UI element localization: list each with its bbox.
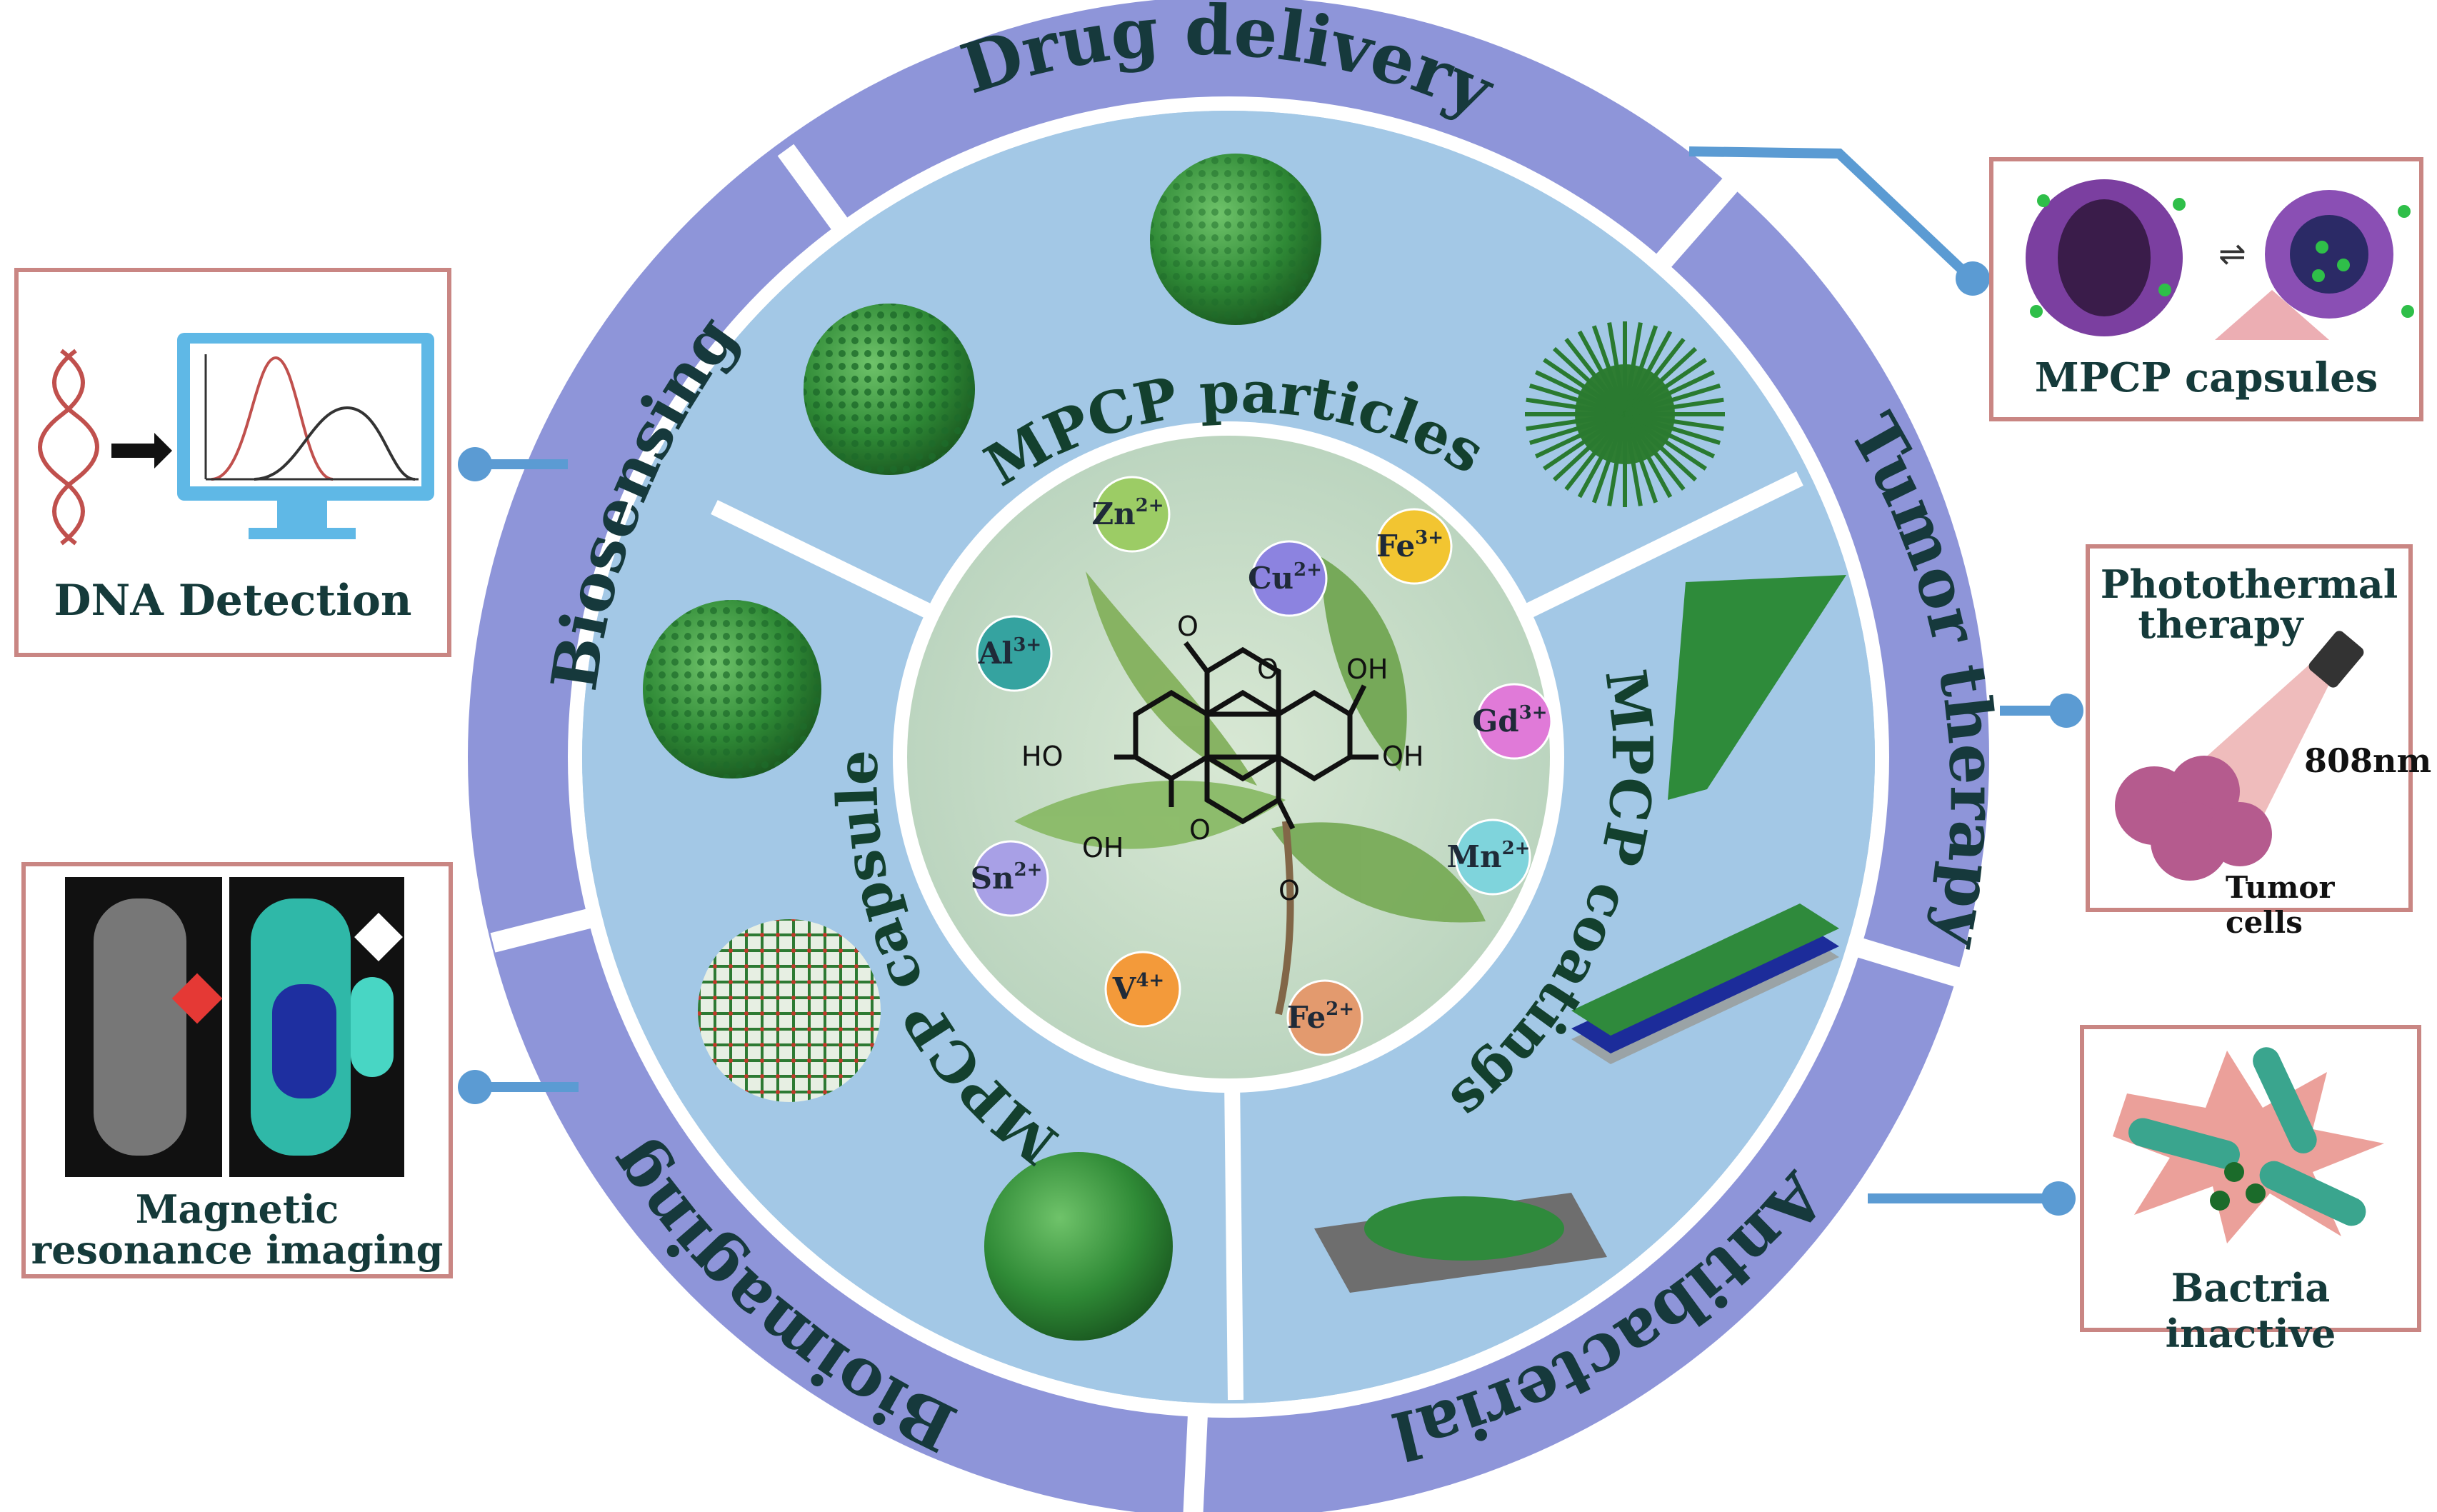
ion-fe-2plus: Fe2+ [1286,979,1363,1056]
ho-left: HO [1021,741,1063,772]
oh-bottom-left: OH [1082,832,1124,863]
connector-drug-delivery [1688,146,1975,283]
ring-o-top: O [1257,654,1278,685]
ring-o-bottom: O [1189,814,1211,846]
ion-cu-2plus: Cu2+ [1248,540,1328,617]
molecule-labels: O O OH OH HO OH O O [1021,611,1423,906]
svg-text:Cu2+: Cu2+ [1248,559,1322,596]
urchin-particle [1525,321,1725,507]
mri-scan-grayscale [65,877,223,1177]
ion-mn-2plus: Mn2+ [1447,818,1531,896]
panel-bacteria: Bactria inactive [2080,1025,2421,1356]
oh-right: OH [1382,741,1423,772]
spectrum-curve-red [211,356,334,481]
ion-fe-3plus: Fe3+ [1376,508,1453,585]
svg-text:Al3+: Al3+ [978,634,1041,671]
capsules-illustration: ⇌ [2026,179,2414,340]
panel-photothermal: Photothermal therapy 808nm Tumor cells [2086,544,2431,940]
tumor-cells-cluster [2115,756,2272,881]
particle-illustrations [643,154,1846,1341]
capsules-label: MPCP capsules [2034,354,2378,401]
ion-sn-2plus: Sn2+ [971,840,1049,917]
coating-layers [1571,903,1839,1064]
bacteria-label: Bactria inactive [2165,1265,2336,1356]
photothermal-title-line1: Photothermal [2100,561,2398,607]
flashlight-icon [2308,631,2364,688]
lactone-bottom [1204,754,1281,825]
spectrum-curve-black [254,406,416,481]
metal-ions: Zn2+ Cu2+ Fe3+ Al3+ Gd3+ Mn2+ Sn2+ V4+ Fe2+ [971,476,1553,1056]
connectors [475,146,2064,1203]
oh-top-right: OH [1346,654,1388,685]
connector-dots [458,261,2083,1216]
ion-gd-3plus: Gd3+ [1472,683,1553,760]
photothermal-title-line2: therapy [2138,601,2303,647]
panel-dna-detection: DNA Detection [14,268,451,657]
white-arrow-icon [354,913,403,961]
dna-helix-icon [38,349,99,546]
substrate-coating [1314,1193,1607,1293]
mri-label-line2: resonance imaging [31,1227,444,1273]
photothermal-illustration [2115,631,2364,881]
bacteria-rods [2128,1047,2366,1226]
ion-v-4plus: V4+ [1104,951,1181,1028]
carbonyl-o-top: O [1177,611,1199,642]
panel-mpcp-capsules: ⇌ MPCP capsules [1989,157,2423,421]
bacteria-illustration [2113,1047,2384,1243]
panel-mri: Magnetic resonance imaging [21,862,453,1278]
ion-al-3plus: Al3+ [976,615,1053,692]
carbonyl-o-bottom: O [1278,875,1300,906]
arrow-icon [111,433,172,469]
leaf-illustration [1014,557,1486,1016]
svg-text:⇌: ⇌ [2218,234,2246,273]
mri-scan-color [229,877,404,1177]
ion-zn-2plus: Zn2+ [1091,476,1171,553]
tumor-cells-label: Tumor cells [2226,870,2335,940]
dna-illustration [38,333,434,546]
ellagic-acid-structure [1114,641,1378,830]
coating-sheet [1668,575,1846,800]
lactone-top [1204,646,1281,717]
mri-label-line1: Magnetic [135,1186,339,1232]
dna-detection-label: DNA Detection [54,576,412,626]
capsule-sphere-fuzzy [984,1152,1173,1341]
wavelength-label: 808nm [2304,741,2432,780]
